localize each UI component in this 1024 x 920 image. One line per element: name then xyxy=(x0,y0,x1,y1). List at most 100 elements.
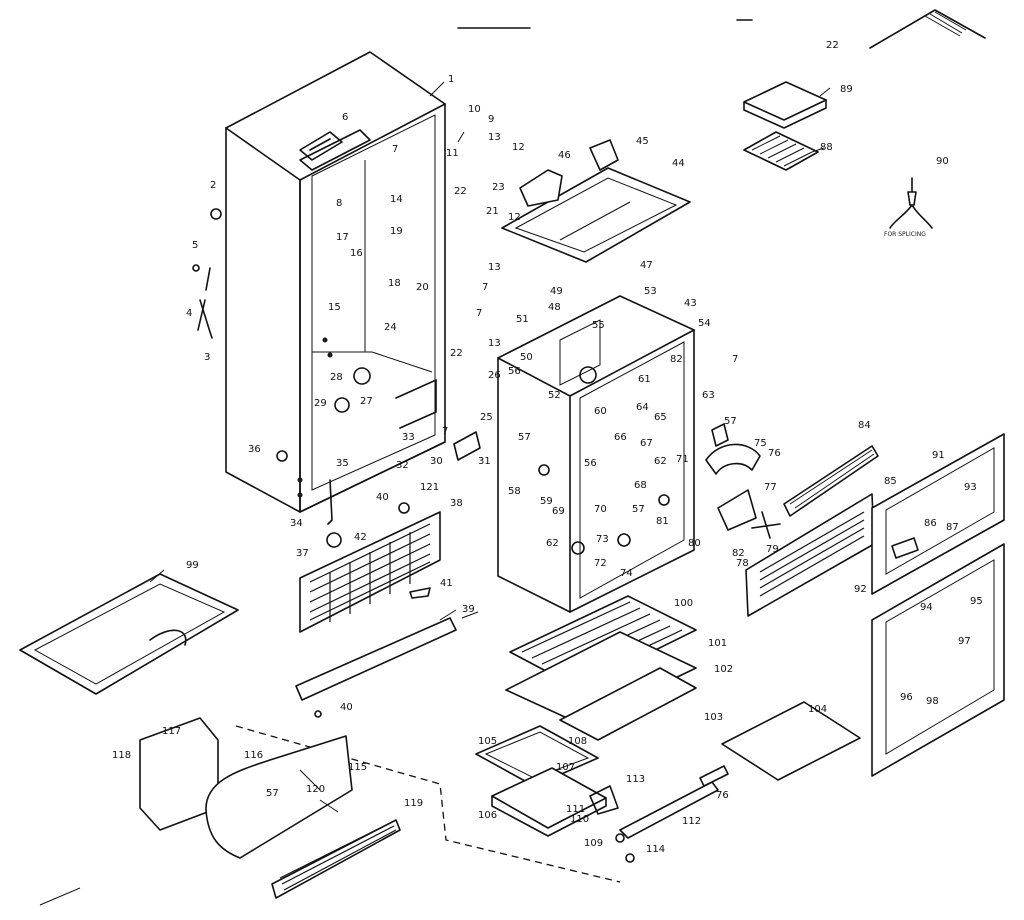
label-62-a: 62 xyxy=(654,456,667,467)
label-120: 120 xyxy=(306,784,325,795)
label-11: 11 xyxy=(446,148,459,159)
label-29: 29 xyxy=(314,398,327,409)
label-34: 34 xyxy=(290,518,303,529)
label-109: 109 xyxy=(584,838,603,849)
splicing-note: FOR SPLICING xyxy=(884,231,926,238)
label-65: 65 xyxy=(654,412,667,423)
label-25: 25 xyxy=(480,412,493,423)
label-114: 114 xyxy=(646,844,665,855)
evaporator-cover xyxy=(783,445,879,517)
label-42: 42 xyxy=(354,532,367,543)
label-98: 98 xyxy=(926,696,939,707)
label-38: 38 xyxy=(450,498,463,509)
label-90: 90 xyxy=(936,156,949,167)
label-57-c: 57 xyxy=(632,504,645,515)
label-72: 72 xyxy=(594,558,607,569)
label-91: 91 xyxy=(932,450,945,461)
label-113: 113 xyxy=(626,774,645,785)
label-35: 35 xyxy=(336,458,349,469)
label-69: 69 xyxy=(552,506,565,517)
label-82-b: 82 xyxy=(732,548,745,559)
label-96: 96 xyxy=(900,692,913,703)
label-93: 93 xyxy=(964,482,977,493)
label-32: 32 xyxy=(396,460,409,471)
label-1: 1 xyxy=(448,74,454,85)
label-102: 102 xyxy=(714,664,733,675)
label-22-c: 22 xyxy=(450,348,463,359)
label-62-b: 62 xyxy=(546,538,559,549)
label-110: 110 xyxy=(570,814,589,825)
label-58-a: 58 xyxy=(508,486,521,497)
label-52: 52 xyxy=(548,390,561,401)
label-12-a: 12 xyxy=(512,142,525,153)
label-53: 53 xyxy=(644,286,657,297)
label-107: 107 xyxy=(556,762,575,773)
part-labels: 22 1 6 7 10 9 13 12 11 2 5 4 3 8 17 19 1… xyxy=(112,40,983,855)
label-24: 24 xyxy=(384,322,397,333)
label-99: 99 xyxy=(186,560,199,571)
label-2: 2 xyxy=(210,180,216,191)
glass-panel xyxy=(721,701,861,781)
label-61: 61 xyxy=(638,374,651,385)
label-60: 60 xyxy=(594,406,607,417)
label-49: 49 xyxy=(550,286,563,297)
label-79: 79 xyxy=(766,544,779,555)
label-97: 97 xyxy=(958,636,971,647)
label-26: 26 xyxy=(488,370,501,381)
rails xyxy=(619,765,729,839)
label-112: 112 xyxy=(682,816,701,827)
label-4: 4 xyxy=(186,308,192,319)
label-21: 21 xyxy=(486,206,499,217)
label-12-b: 12 xyxy=(508,212,521,223)
label-86: 86 xyxy=(924,518,937,529)
label-68: 68 xyxy=(634,480,647,491)
front-grille xyxy=(299,511,441,633)
left-side-parts xyxy=(192,208,222,339)
label-117: 117 xyxy=(162,726,181,737)
drain-pan xyxy=(19,573,239,695)
label-33: 33 xyxy=(402,432,415,443)
label-59: 59 xyxy=(540,496,553,507)
label-87: 87 xyxy=(946,522,959,533)
label-41: 41 xyxy=(440,578,453,589)
label-67: 67 xyxy=(640,438,653,449)
label-39: 39 xyxy=(462,604,475,615)
label-5: 5 xyxy=(192,240,198,251)
ice-trays xyxy=(743,81,827,171)
label-55: 55 xyxy=(592,320,605,331)
label-13-a: 13 xyxy=(488,132,501,143)
label-115: 115 xyxy=(348,762,367,773)
label-82-a: 82 xyxy=(670,354,683,365)
label-47: 47 xyxy=(640,260,653,271)
label-88: 88 xyxy=(820,142,833,153)
label-95: 95 xyxy=(970,596,983,607)
label-77: 77 xyxy=(764,482,777,493)
label-105: 105 xyxy=(478,736,497,747)
label-7-b: 7 xyxy=(482,282,488,293)
label-85: 85 xyxy=(884,476,897,487)
wire-shelves xyxy=(505,595,697,741)
label-37: 37 xyxy=(296,548,309,559)
label-10: 10 xyxy=(468,104,481,115)
cabinet-handle xyxy=(299,131,343,161)
upper-shelf xyxy=(501,167,691,263)
label-28: 28 xyxy=(330,372,343,383)
label-70: 70 xyxy=(594,504,607,515)
label-94: 94 xyxy=(920,602,933,613)
label-3: 3 xyxy=(204,352,210,363)
label-103: 103 xyxy=(704,712,723,723)
label-81: 81 xyxy=(656,516,669,527)
label-104: 104 xyxy=(808,704,827,715)
splice-connector xyxy=(889,177,933,229)
lower-drawer-assembly xyxy=(139,717,621,899)
label-18-a: 18 xyxy=(388,278,401,289)
label-54: 54 xyxy=(698,318,711,329)
label-19: 19 xyxy=(390,226,403,237)
label-71: 71 xyxy=(676,454,689,465)
label-16: 16 xyxy=(350,248,363,259)
label-89: 89 xyxy=(840,84,853,95)
label-14: 14 xyxy=(390,194,403,205)
label-46: 46 xyxy=(558,150,571,161)
label-36: 36 xyxy=(248,444,261,455)
